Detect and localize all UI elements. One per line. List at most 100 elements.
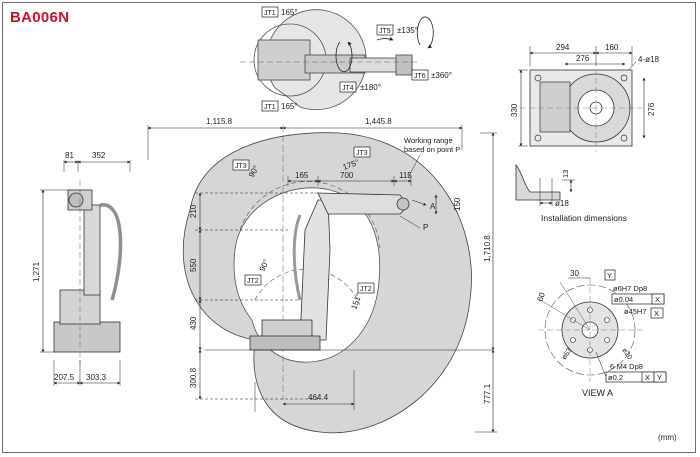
side-lower-arm xyxy=(83,204,101,296)
jt1-bottom-deg: 165° xyxy=(281,102,298,111)
jt4-label: JT4 xyxy=(342,85,354,92)
dim-352: 352 xyxy=(92,151,106,160)
base-hole-3 xyxy=(534,134,542,142)
view-a-ray-1 xyxy=(559,281,591,331)
tol-2: ø0.2 xyxy=(608,373,623,382)
view-a-bolt-5 xyxy=(570,337,576,343)
view-a-caption: VIEW A xyxy=(582,388,613,398)
bolt-circle: ø45H7 xyxy=(624,307,647,316)
datum-y-box xyxy=(604,269,616,281)
view-a-outer-circle xyxy=(544,284,636,376)
main-view: 1,115.8 1,445.8 Working range based on p… xyxy=(147,117,497,434)
dim-294: 294 xyxy=(556,43,570,52)
arrow-a: A xyxy=(430,202,436,211)
dim-60: 60 xyxy=(535,291,547,303)
jt3-box-right xyxy=(353,146,371,158)
tol-1-datum-box xyxy=(651,293,665,305)
dim-160: 160 xyxy=(605,43,619,52)
robot-cable xyxy=(292,214,302,301)
dim-1271: 1,271 xyxy=(32,261,41,282)
jt5-label: JT5 xyxy=(379,28,391,35)
jt6-label: JT6 xyxy=(414,73,426,80)
dim-1445: 1,445.8 xyxy=(365,117,392,126)
datum-y: Y xyxy=(607,271,612,280)
view-a-bolt-2 xyxy=(604,317,610,323)
point-p: P xyxy=(423,223,428,232)
jt2-box-left xyxy=(244,274,262,286)
dim-1710: 1,710.8 xyxy=(483,235,492,262)
robot-base xyxy=(249,335,321,351)
jt5-box xyxy=(376,24,394,36)
installation-detail: 13 ø18 Installation dimensions xyxy=(515,163,627,223)
installation-caption: Installation dimensions xyxy=(541,213,627,223)
jt2-label-left: JT2 xyxy=(247,278,259,285)
working-range-label-2: based on point P xyxy=(404,145,460,154)
dim-30: 30 xyxy=(570,269,579,278)
tol-2-datum-y: Y xyxy=(657,373,662,382)
jt1-bottom-label: JT1 xyxy=(264,104,276,111)
jt5-rotation-arrow xyxy=(376,36,394,41)
dim-7771: 777.1 xyxy=(483,383,492,404)
dim-700: 700 xyxy=(340,171,354,180)
dim-phi18: ø18 xyxy=(555,199,569,208)
base-view: 294 160 276 4-ø18 330 276 xyxy=(510,43,659,152)
dim-276-top: 276 xyxy=(576,54,590,63)
dim-3033: 303.3 xyxy=(86,373,107,382)
dim-115: 115 xyxy=(399,171,412,180)
base-hole-2 xyxy=(620,74,628,82)
robot-forearm xyxy=(317,192,409,215)
dim-1115: 1,115.8 xyxy=(206,117,233,126)
jt6-box xyxy=(411,69,429,81)
dim-430: 430 xyxy=(189,316,198,330)
base-hole-1 xyxy=(534,74,542,82)
view-a: 30 60 Y ø6H7 Dp8 ø0.04 X ø45H7 X ø63 ø20… xyxy=(535,269,667,398)
dim-550: 550 xyxy=(189,258,198,272)
robot-wrist xyxy=(396,197,410,211)
working-range-leader xyxy=(407,154,421,179)
dim-3008: 300.8 xyxy=(189,367,198,388)
sheet-border xyxy=(2,2,696,453)
jt6-deg: ±360° xyxy=(431,71,452,80)
dim-phi20: ø20 xyxy=(620,347,633,361)
dim-210: 210 xyxy=(189,204,198,218)
working-range-label-1: Working range xyxy=(404,136,453,145)
jt3-label: JT3 xyxy=(235,163,247,170)
dim-81: 81 xyxy=(65,151,74,160)
side-view: 81 352 1,271 207.5 303.3 xyxy=(32,151,131,386)
thread-leader xyxy=(595,351,607,378)
datum-x-box xyxy=(650,307,664,319)
jt4-rotation-arrow xyxy=(335,41,353,73)
jt1-top-box xyxy=(261,6,279,18)
tol-2-datum-x: X xyxy=(645,373,650,382)
jt5-deg: ±135° xyxy=(397,26,418,35)
point-p-leader xyxy=(399,215,421,229)
model-title: BA006N xyxy=(10,9,70,26)
top-view-wrist xyxy=(395,54,413,76)
jt1-top-label: JT1 xyxy=(264,10,276,17)
installation-section xyxy=(515,163,561,201)
jt2-box-right xyxy=(357,282,375,294)
base-hole-4 xyxy=(620,134,628,142)
dim-330: 330 xyxy=(510,103,519,117)
datum-x: X xyxy=(654,309,659,318)
jt4-box xyxy=(339,81,357,93)
dim-4phi18: 4-ø18 xyxy=(638,55,659,64)
tol-2-datum-y-box xyxy=(653,371,667,383)
side-base xyxy=(53,321,121,353)
tol-1-datum: X xyxy=(655,295,660,304)
tol-1: ø0.04 xyxy=(614,295,633,304)
jt2-label-right: JT2 xyxy=(360,286,372,293)
view-a-bolt-3 xyxy=(604,337,610,343)
jt1-bottom-box xyxy=(261,100,279,112)
top-view: JT1 165° JT5 ±135° JT4 ±180° JT6 ±360° J… xyxy=(240,6,452,112)
jt3-label-right: JT3 xyxy=(356,150,368,157)
jt4-deg: ±180° xyxy=(360,83,381,92)
base-connector-box xyxy=(539,81,571,133)
dim-276-side: 276 xyxy=(647,102,656,116)
jt3-box xyxy=(232,159,250,171)
side-cable xyxy=(99,203,123,301)
view-a-ray-2 xyxy=(539,299,591,331)
dim-165: 165 xyxy=(295,171,309,180)
dim-13: 13 xyxy=(561,170,570,178)
